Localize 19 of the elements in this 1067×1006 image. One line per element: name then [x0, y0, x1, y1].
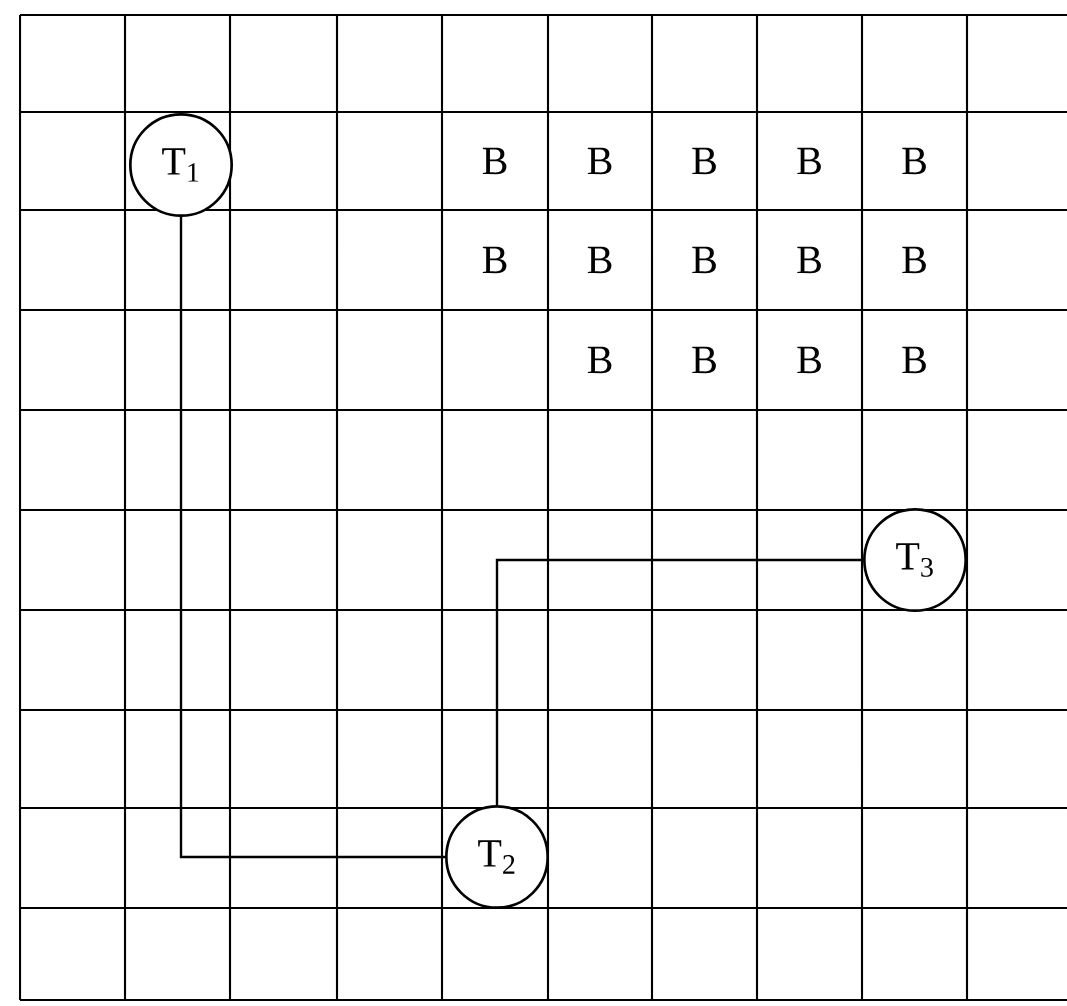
cell-letter: B — [797, 147, 821, 175]
cell-letter: B — [482, 246, 507, 274]
cell-letter: B — [797, 346, 821, 374]
circle-node: T$_{1}$ — [129, 113, 233, 217]
connector-line — [179, 217, 445, 859]
cell-letter: B — [587, 246, 612, 274]
cell-letter: B — [902, 346, 926, 374]
cell-letter: B — [692, 346, 716, 374]
connector-line — [495, 558, 863, 805]
cell-letter: B — [692, 246, 716, 274]
cell-letter: B — [902, 246, 926, 274]
cell-letter: B — [482, 147, 507, 175]
cell-letter: B — [692, 147, 716, 175]
cell-letter: B — [902, 147, 926, 175]
cell-letter: B — [797, 246, 821, 274]
cell-letter: B — [587, 147, 612, 175]
circle-node: T$_{3}$ — [863, 508, 967, 612]
circle-node: T$_{2}$ — [445, 805, 549, 909]
cell-letter: B — [587, 346, 612, 374]
